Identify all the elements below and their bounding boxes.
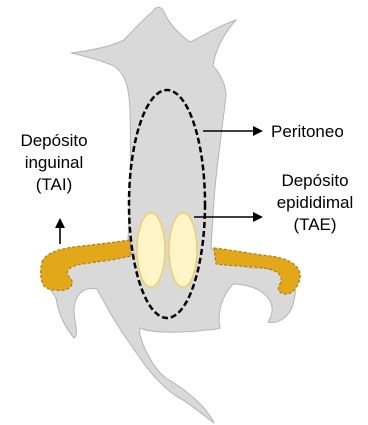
epididymal-arrowhead xyxy=(253,212,263,222)
epididymal-fat-pad-right xyxy=(169,213,197,287)
epididymal-label-line2: epididimal xyxy=(277,193,354,212)
inguinal-label-line2: inguinal xyxy=(25,153,84,172)
epididymal-label-line1: Depósito xyxy=(281,171,348,190)
peritoneum-arrowhead xyxy=(253,126,263,136)
epididymal-label-line3: (TAE) xyxy=(293,215,336,234)
inguinal-arrowhead xyxy=(55,218,65,228)
peritoneum-label: Peritoneo xyxy=(271,122,344,141)
inguinal-label-line3: (TAI) xyxy=(36,175,73,194)
epididymal-fat-pad-left xyxy=(137,213,165,287)
inguinal-label-line1: Depósito xyxy=(20,131,87,150)
